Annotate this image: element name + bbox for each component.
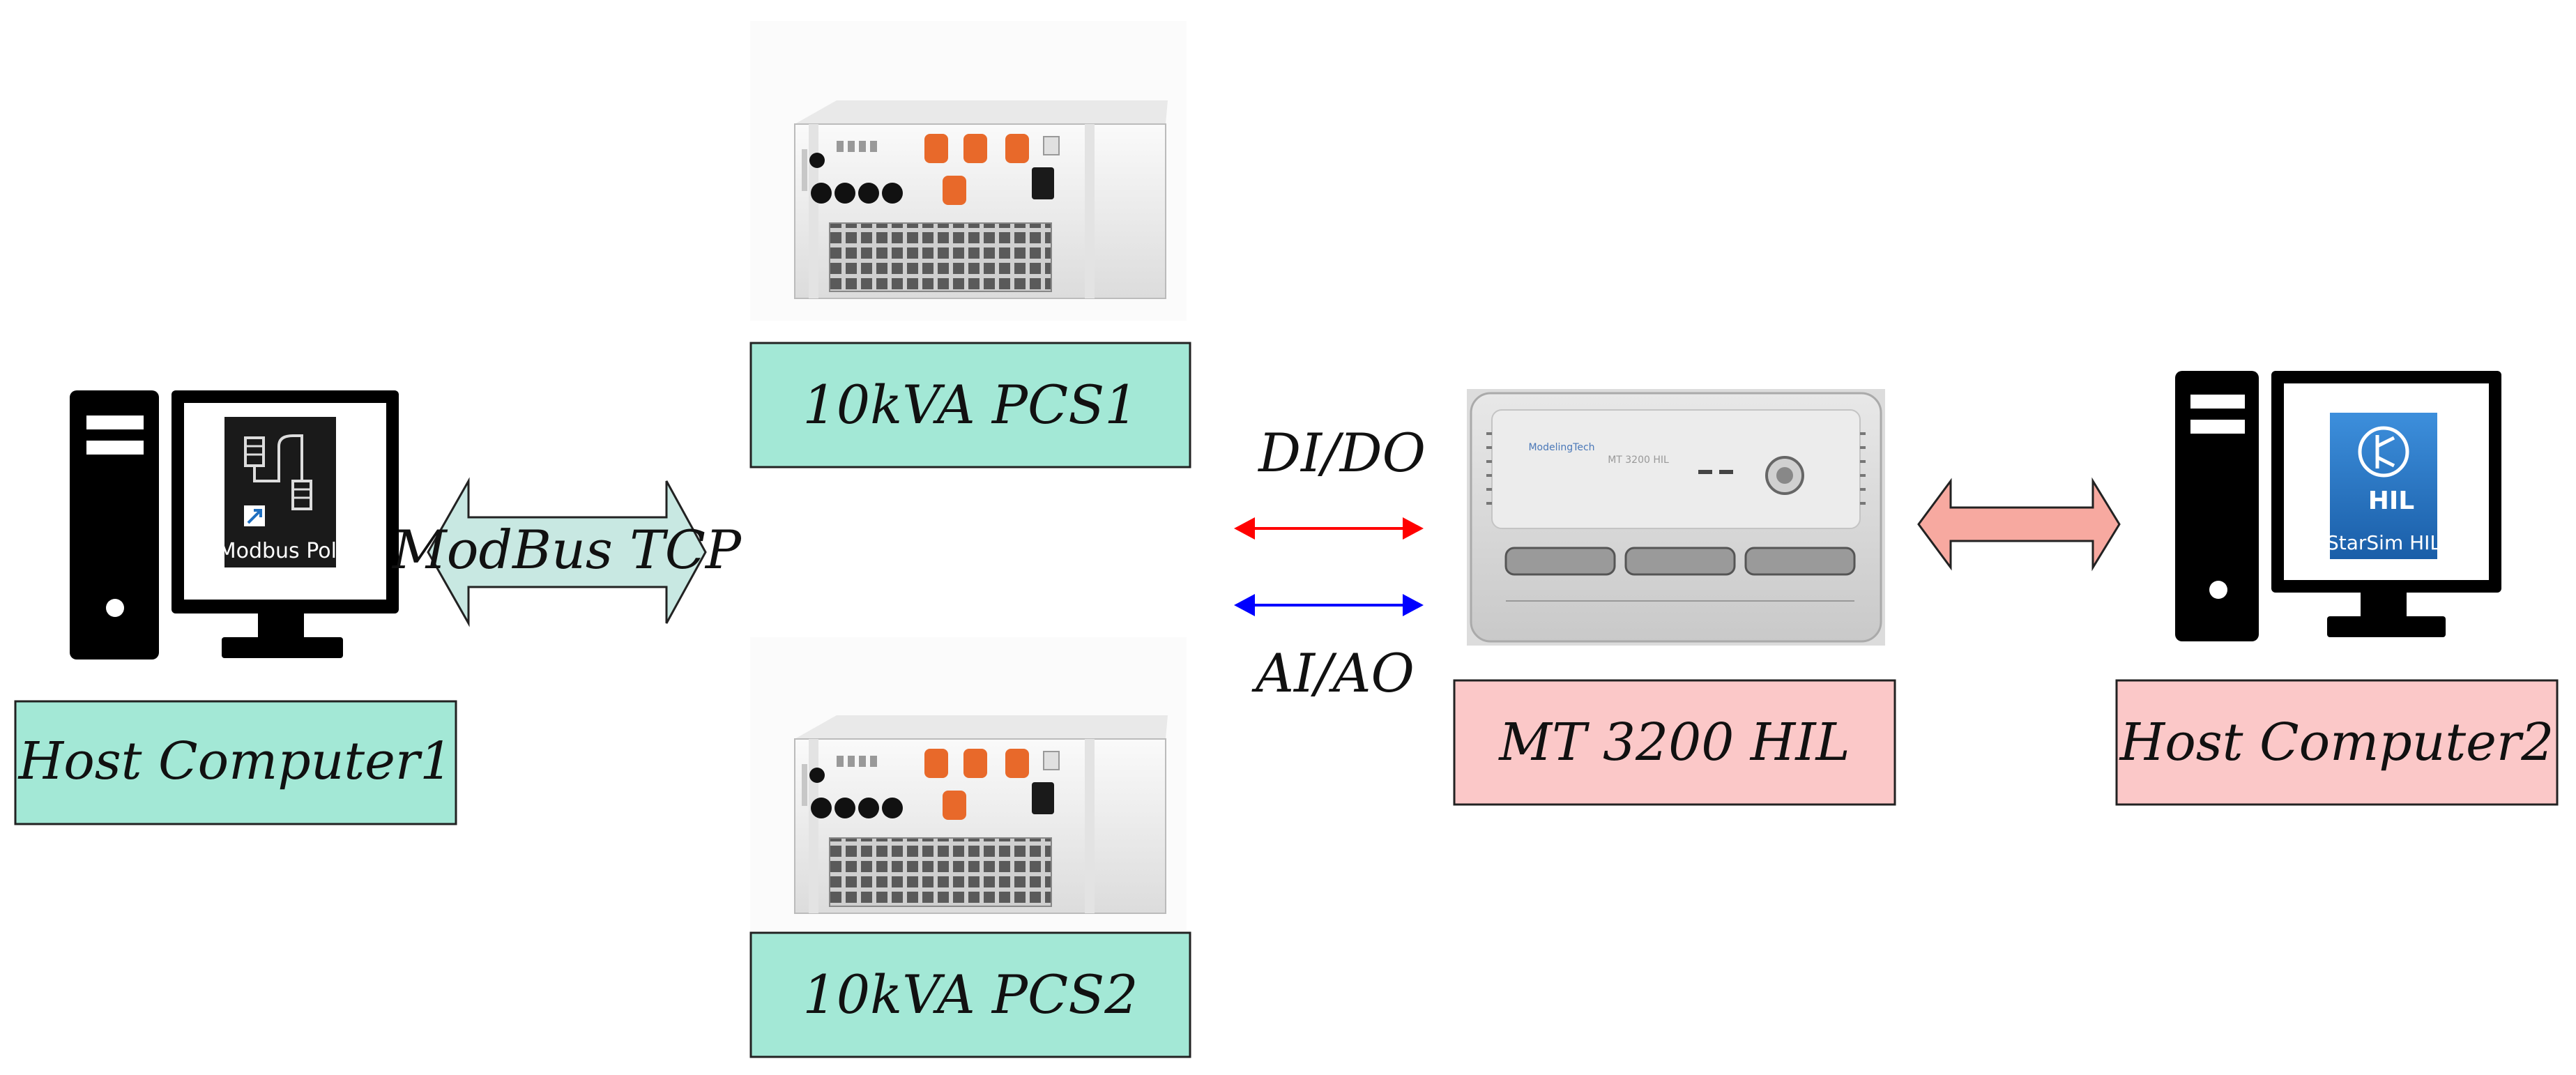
host-computer-1: Modbus Poll Host Computer1 (14, 390, 457, 825)
red-arrowhead-left-icon (1234, 517, 1255, 540)
host-computer-1-box (14, 700, 457, 825)
host-computer-2-box (2115, 679, 2559, 806)
hil-badge-text: HIL (2368, 487, 2414, 515)
pcs-2: 10kVA PCS2 (749, 637, 1191, 1058)
host-computer-2: HIL StarSim HIL Host Computer2 (2115, 371, 2559, 806)
modbus-poll-label: Modbus Poll (218, 539, 343, 563)
pcs-1-device-image (750, 21, 1187, 321)
ai-ao-label: AI/AO (1251, 642, 1415, 704)
host-computer-1-label: Host Computer1 (17, 731, 453, 791)
hil-label: MT 3200 HIL (1497, 712, 1850, 772)
modbus-tcp-label: ModBus TCP (391, 519, 742, 581)
blue-arrowhead-right-icon (1403, 594, 1424, 616)
double-arrow-icon (427, 477, 707, 627)
pcs-2-box (749, 931, 1191, 1058)
starsim-hil-label: StarSim HIL (2326, 531, 2441, 554)
pcs-1-label: 10kVA PCS1 (802, 374, 1138, 436)
analog-io-link: AI/AO (1234, 594, 1424, 704)
hil-device-image: ModelingTech MT 3200 HIL (1467, 389, 1885, 646)
pcs-2-label: 10kVA PCS2 (802, 963, 1138, 1026)
red-arrowhead-right-icon (1403, 517, 1424, 540)
pcs-1: 10kVA PCS1 (749, 21, 1191, 468)
di-do-label: DI/DO (1257, 422, 1426, 484)
pcs-2-device-image (750, 637, 1187, 930)
computer-tower-icon (2175, 371, 2259, 641)
host-computer-2-label: Host Computer2 (2119, 712, 2554, 772)
hil-box (1453, 679, 1896, 806)
pcs-1-box (749, 342, 1191, 468)
starsim-hil-app-icon: HIL StarSim HIL (2326, 413, 2441, 559)
digital-io-link: DI/DO (1234, 422, 1426, 540)
computer-tower-icon (70, 390, 159, 660)
hil-host2-double-arrow-icon (1917, 477, 2121, 572)
hil-model-text: MT 3200 HIL (1608, 455, 1669, 466)
modbus-poll-app-icon: Modbus Poll (218, 417, 343, 567)
hil-brand-text: ModelingTech (1528, 442, 1594, 453)
modbus-tcp-link: ModBus TCP (391, 477, 742, 627)
blue-arrowhead-left-icon (1234, 594, 1255, 616)
mt-3200-hil: ModelingTech MT 3200 HIL MT 3200 HIL (1453, 389, 1896, 806)
